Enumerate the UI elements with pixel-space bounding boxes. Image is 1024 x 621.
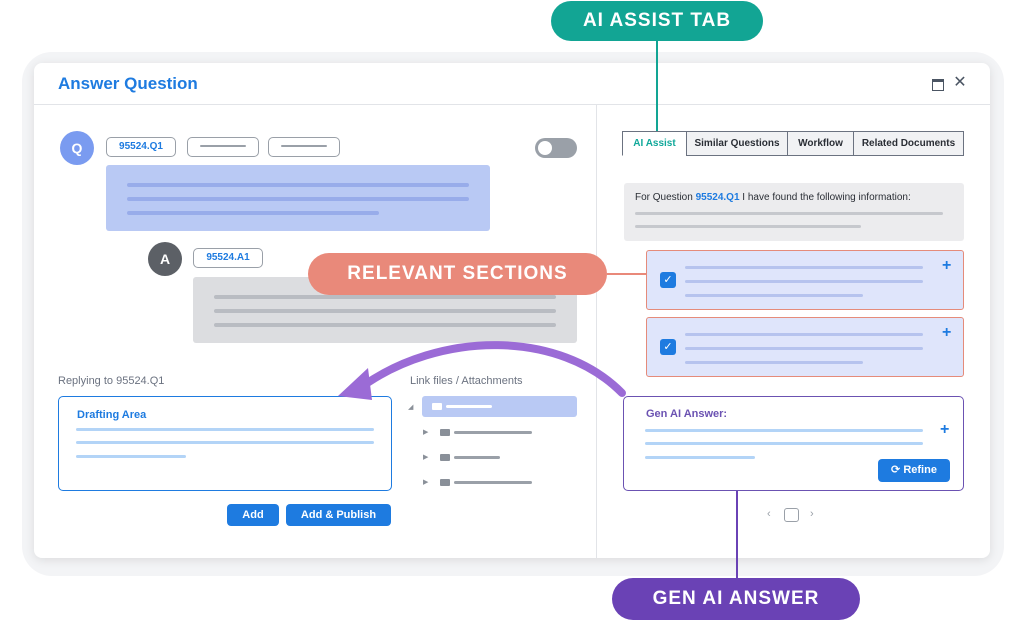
maximize-icon[interactable] bbox=[930, 75, 946, 91]
question-tag-chip[interactable] bbox=[187, 137, 259, 157]
dialog-header: Answer Question ✕ bbox=[34, 63, 990, 105]
section-checkbox[interactable]: ✓ bbox=[660, 339, 676, 355]
replying-to-label: Replying to 95524.Q1 bbox=[58, 375, 165, 387]
close-icon[interactable]: ✕ bbox=[953, 74, 967, 91]
gen-ai-title: Gen AI Answer: bbox=[646, 408, 728, 420]
refine-button[interactable]: ⟳ Refine bbox=[878, 459, 950, 482]
tab-workflow[interactable]: Workflow bbox=[787, 131, 854, 156]
pane-divider bbox=[596, 105, 597, 558]
tree-item[interactable] bbox=[454, 456, 500, 459]
tree-collapse-arrow[interactable]: ◢ bbox=[408, 404, 414, 411]
add-section-plus-icon[interactable]: + bbox=[942, 324, 952, 341]
gen-ai-plus-icon[interactable]: + bbox=[940, 421, 950, 438]
tab-similar-questions[interactable]: Similar Questions bbox=[686, 131, 788, 156]
toggle-knob bbox=[538, 141, 552, 155]
attachments-label: Link files / Attachments bbox=[410, 375, 523, 387]
callout-relevant-sections: RELEVANT SECTIONS bbox=[308, 253, 607, 295]
arrow-head-icon bbox=[338, 368, 372, 400]
callout-ai-assist-tab: AI ASSIST TAB bbox=[551, 1, 763, 41]
tree-expand-arrow[interactable]: ▶ bbox=[423, 479, 429, 486]
folder-icon bbox=[440, 454, 450, 461]
refresh-icon: ⟳ bbox=[891, 464, 901, 476]
info-question-id: 95524.Q1 bbox=[695, 192, 740, 203]
add-publish-button[interactable]: Add & Publish bbox=[286, 504, 391, 526]
folder-icon bbox=[440, 429, 450, 436]
ai-info-text: For Question 95524.Q1 I have found the f… bbox=[635, 192, 911, 203]
relevant-section-card[interactable]: ✓ + bbox=[646, 250, 964, 310]
answer-avatar: A bbox=[148, 242, 182, 276]
pager-prev-icon[interactable]: ‹ bbox=[767, 508, 771, 520]
tree-item[interactable] bbox=[454, 481, 532, 484]
callout-gen-ai-answer: GEN AI ANSWER bbox=[612, 578, 860, 620]
relevant-section-card[interactable]: ✓ + bbox=[646, 317, 964, 377]
tab-related-documents[interactable]: Related Documents bbox=[853, 131, 964, 156]
tree-expand-arrow[interactable]: ▶ bbox=[423, 429, 429, 436]
tree-item-selected[interactable] bbox=[422, 396, 577, 417]
question-tag-chip[interactable] bbox=[268, 137, 340, 157]
gen-ai-answer-box[interactable]: Gen AI Answer: + ⟳ Refine bbox=[623, 396, 964, 491]
add-button[interactable]: Add bbox=[227, 504, 279, 526]
question-text-bubble bbox=[106, 165, 490, 231]
answer-id-chip[interactable]: 95524.A1 bbox=[193, 248, 263, 268]
answer-question-dialog: Answer Question ✕ Q 95524.Q1 A 95524.A1 … bbox=[34, 63, 990, 558]
question-id-chip[interactable]: 95524.Q1 bbox=[106, 137, 176, 157]
pager-next-icon[interactable]: › bbox=[810, 508, 814, 520]
tab-ai-assist[interactable]: AI Assist bbox=[622, 131, 687, 156]
curved-arrow bbox=[356, 341, 626, 397]
ai-info-message: For Question 95524.Q1 I have found the f… bbox=[624, 183, 964, 241]
add-section-plus-icon[interactable]: + bbox=[942, 257, 952, 274]
drafting-area[interactable]: Drafting Area bbox=[58, 396, 392, 491]
dialog-title: Answer Question bbox=[58, 74, 198, 93]
toggle-switch[interactable] bbox=[535, 138, 577, 158]
question-avatar: Q bbox=[60, 131, 94, 165]
tree-item[interactable] bbox=[454, 431, 532, 434]
pager-page-box[interactable] bbox=[784, 508, 799, 522]
folder-icon bbox=[440, 479, 450, 486]
tree-expand-arrow[interactable]: ▶ bbox=[423, 454, 429, 461]
drafting-area-title: Drafting Area bbox=[77, 409, 147, 421]
folder-icon bbox=[432, 403, 442, 410]
section-checkbox[interactable]: ✓ bbox=[660, 272, 676, 288]
